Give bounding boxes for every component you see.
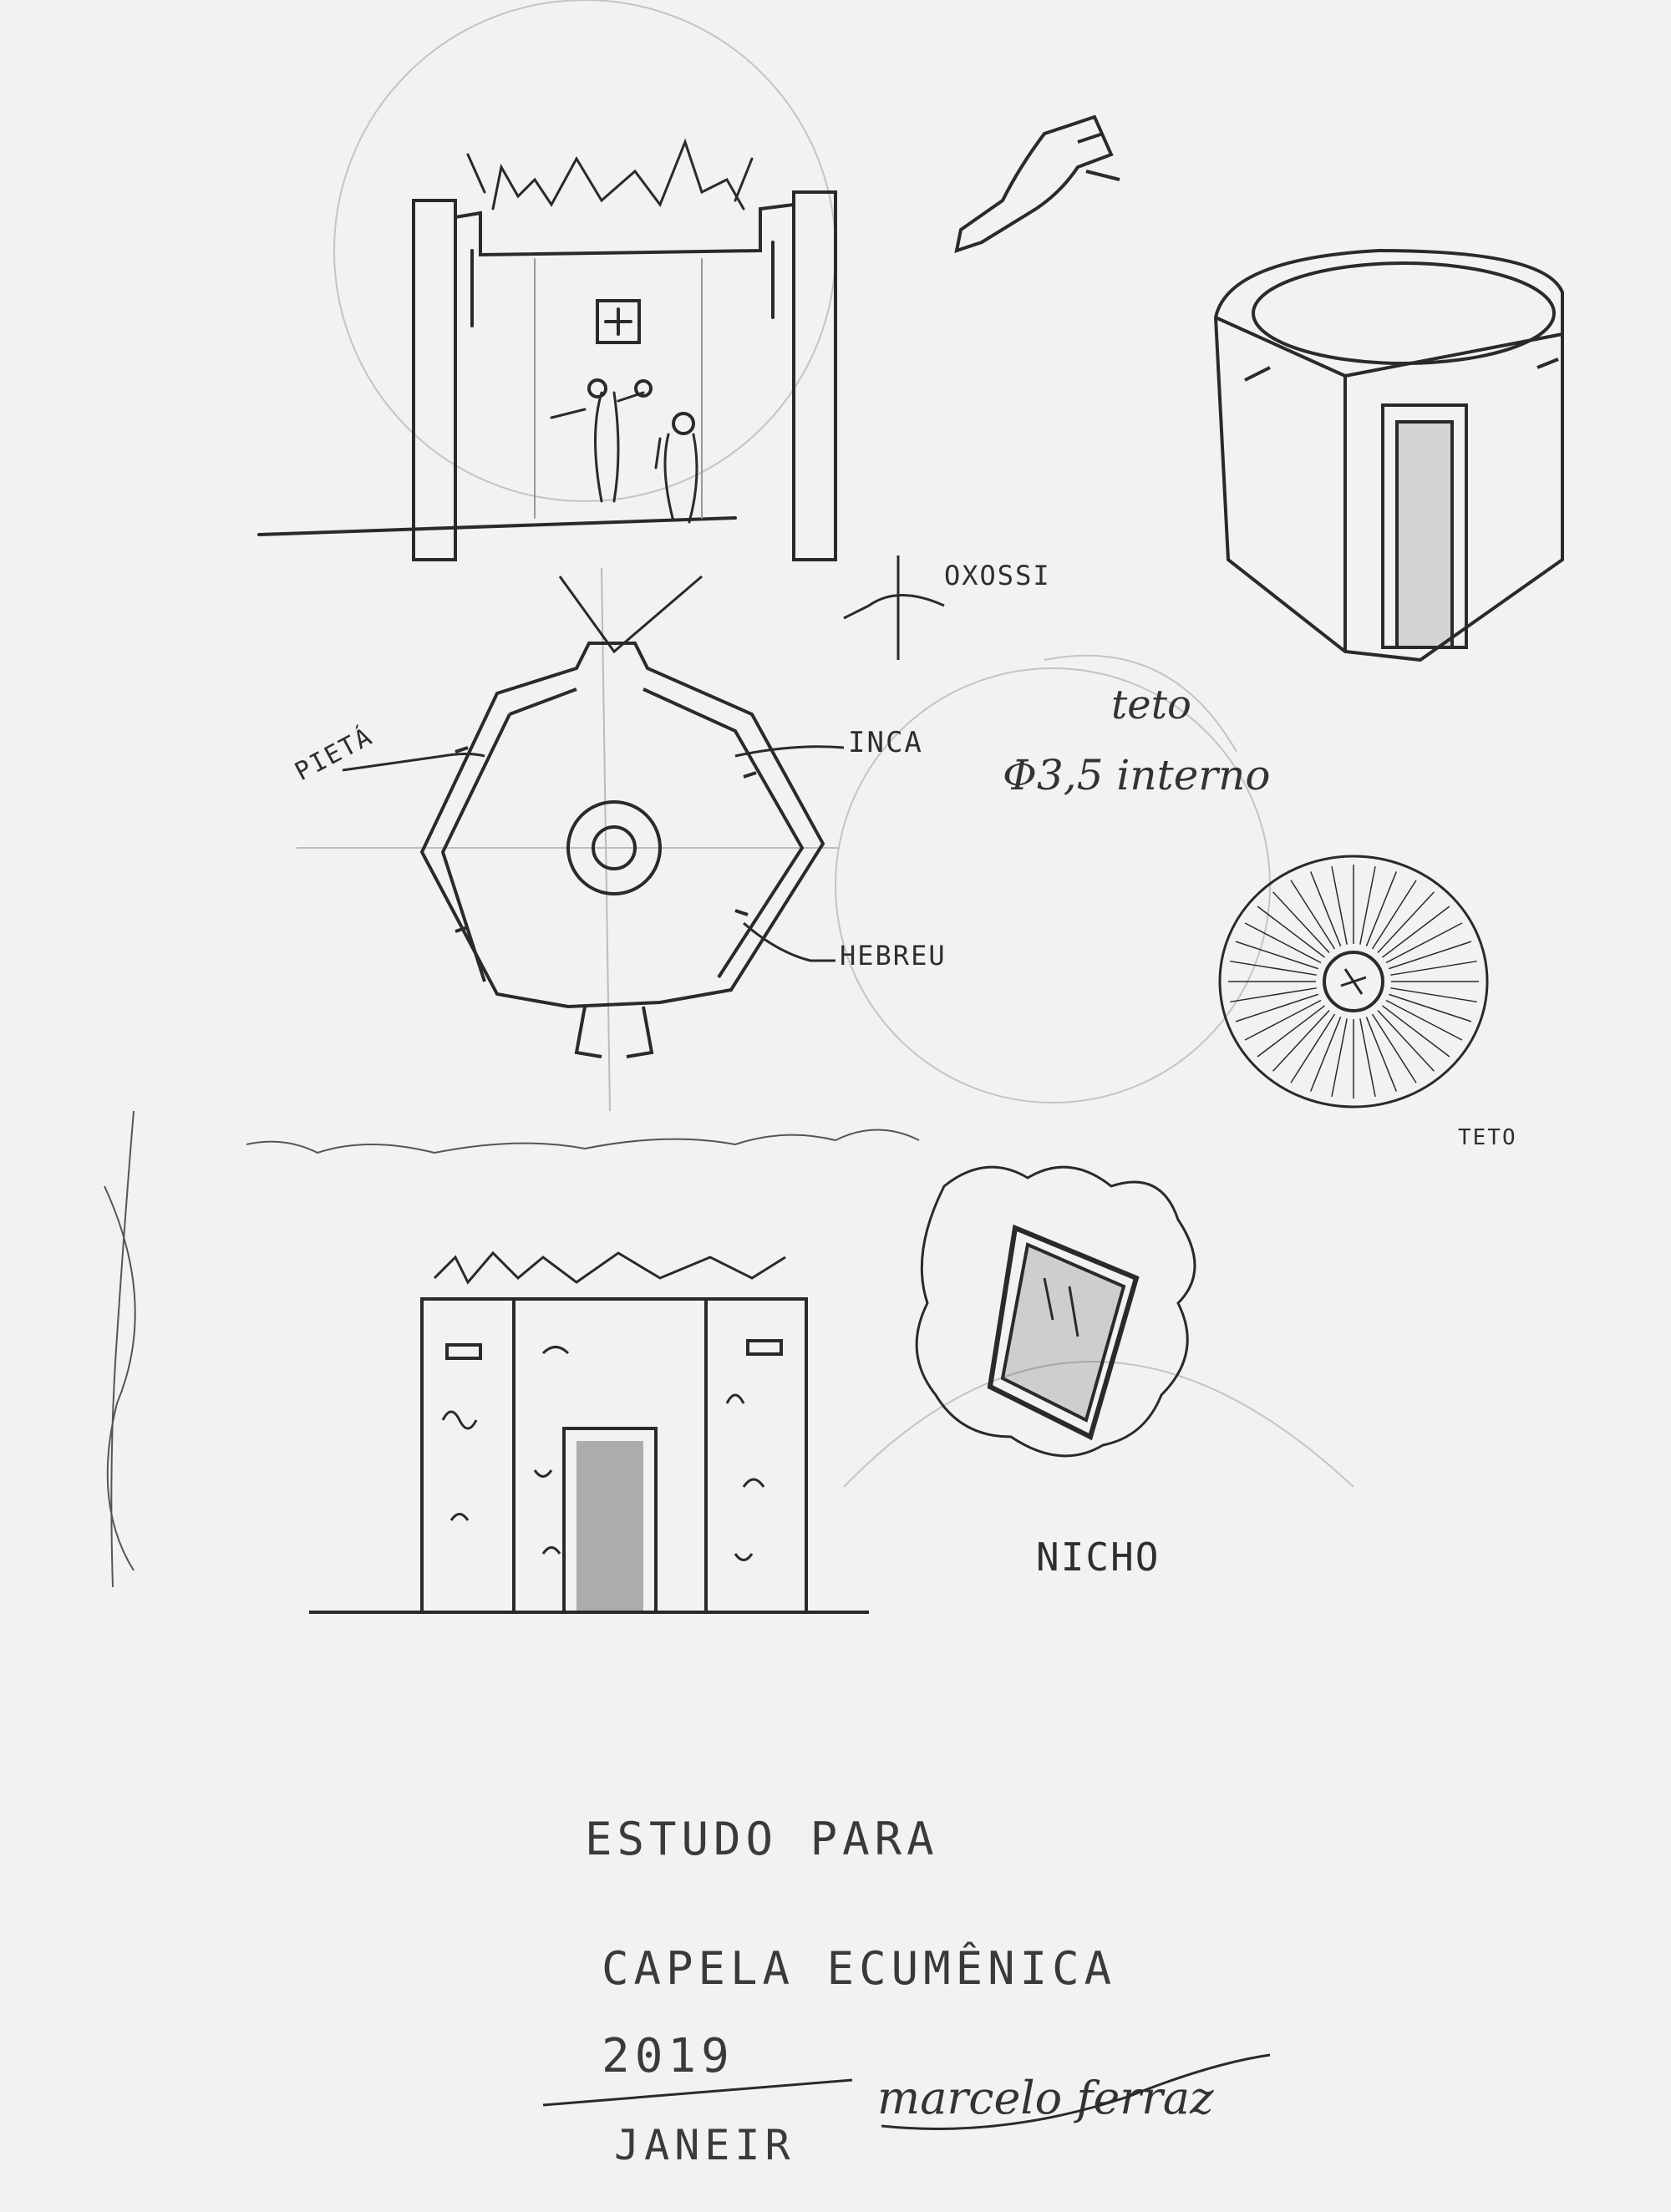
teto-note-line2: Φ3,5 interno [1003, 751, 1270, 799]
ceiling-ray [1244, 999, 1322, 1041]
ceiling-ray [1235, 941, 1318, 970]
ceiling-ray [1382, 1005, 1450, 1058]
ceiling-ray [1290, 880, 1336, 950]
ceiling-ray [1390, 960, 1477, 976]
plan-drawing [297, 567, 840, 1112]
ceiling-ray [1230, 987, 1317, 1003]
label-nicho: NICHO [1036, 1535, 1160, 1580]
ceiling-ray [1371, 1013, 1417, 1083]
hand-sketch [954, 114, 1120, 253]
ceiling-ray [1331, 1018, 1348, 1098]
ceiling-ray [1235, 993, 1318, 1022]
ceiling-ray [1377, 891, 1435, 954]
label-pieta: PIETÁ [290, 721, 378, 787]
leader-lines [342, 556, 945, 962]
ceiling-ray [1385, 999, 1463, 1041]
ceiling-ray [1365, 1017, 1397, 1092]
ceiling-ray [1290, 1013, 1336, 1083]
ceiling-ray [1310, 1017, 1342, 1092]
ceiling-ray [1272, 1009, 1330, 1072]
ceiling-ray [1272, 891, 1330, 954]
label-hebreu: HEBREU [840, 940, 947, 972]
ceiling-ray [1371, 880, 1417, 950]
ceiling-ray [1382, 906, 1450, 958]
ceiling-ray [1389, 993, 1472, 1022]
ceiling-ray [1257, 1005, 1325, 1058]
ceiling-ray [1310, 871, 1342, 946]
ceiling-ray [1331, 865, 1348, 945]
ceiling-ray [1385, 922, 1463, 964]
ceiling-view [1218, 855, 1489, 1109]
caption-rule [542, 2078, 853, 2107]
label-inca: INCA [848, 726, 923, 759]
caption-month: JANEIR [614, 2121, 795, 2169]
caption-line2: CAPELA ECUMÊNICA [602, 1942, 1116, 1995]
ceiling-ray [1257, 906, 1325, 958]
elevation-drawing [104, 1110, 920, 1614]
section-drawing [257, 138, 837, 561]
caption-line1: ESTUDO PARA [585, 1813, 939, 1865]
ceiling-ray [1244, 922, 1322, 964]
ceiling-ray [1359, 1018, 1376, 1098]
ceiling-ray [1389, 941, 1472, 970]
axonometric-view [1213, 248, 1564, 662]
ceiling-ray [1390, 987, 1477, 1003]
label-oxossi: OXOSSI [944, 560, 1051, 591]
ceiling-ray [1377, 1009, 1435, 1072]
faint-construction-lines [333, 0, 1354, 1488]
ceiling-ray [1365, 871, 1397, 946]
ceiling-ray [1230, 960, 1317, 976]
ceiling-ray [1359, 865, 1376, 945]
signature-text: marcelo ferraz [877, 2072, 1214, 2124]
label-teto-small: TETO [1458, 1125, 1517, 1150]
caption-year: 2019 [602, 2029, 734, 2083]
teto-note-line1: teto [1111, 682, 1191, 728]
signature: marcelo ferraz [877, 2053, 1271, 2130]
niche-drawing [915, 1165, 1196, 1458]
